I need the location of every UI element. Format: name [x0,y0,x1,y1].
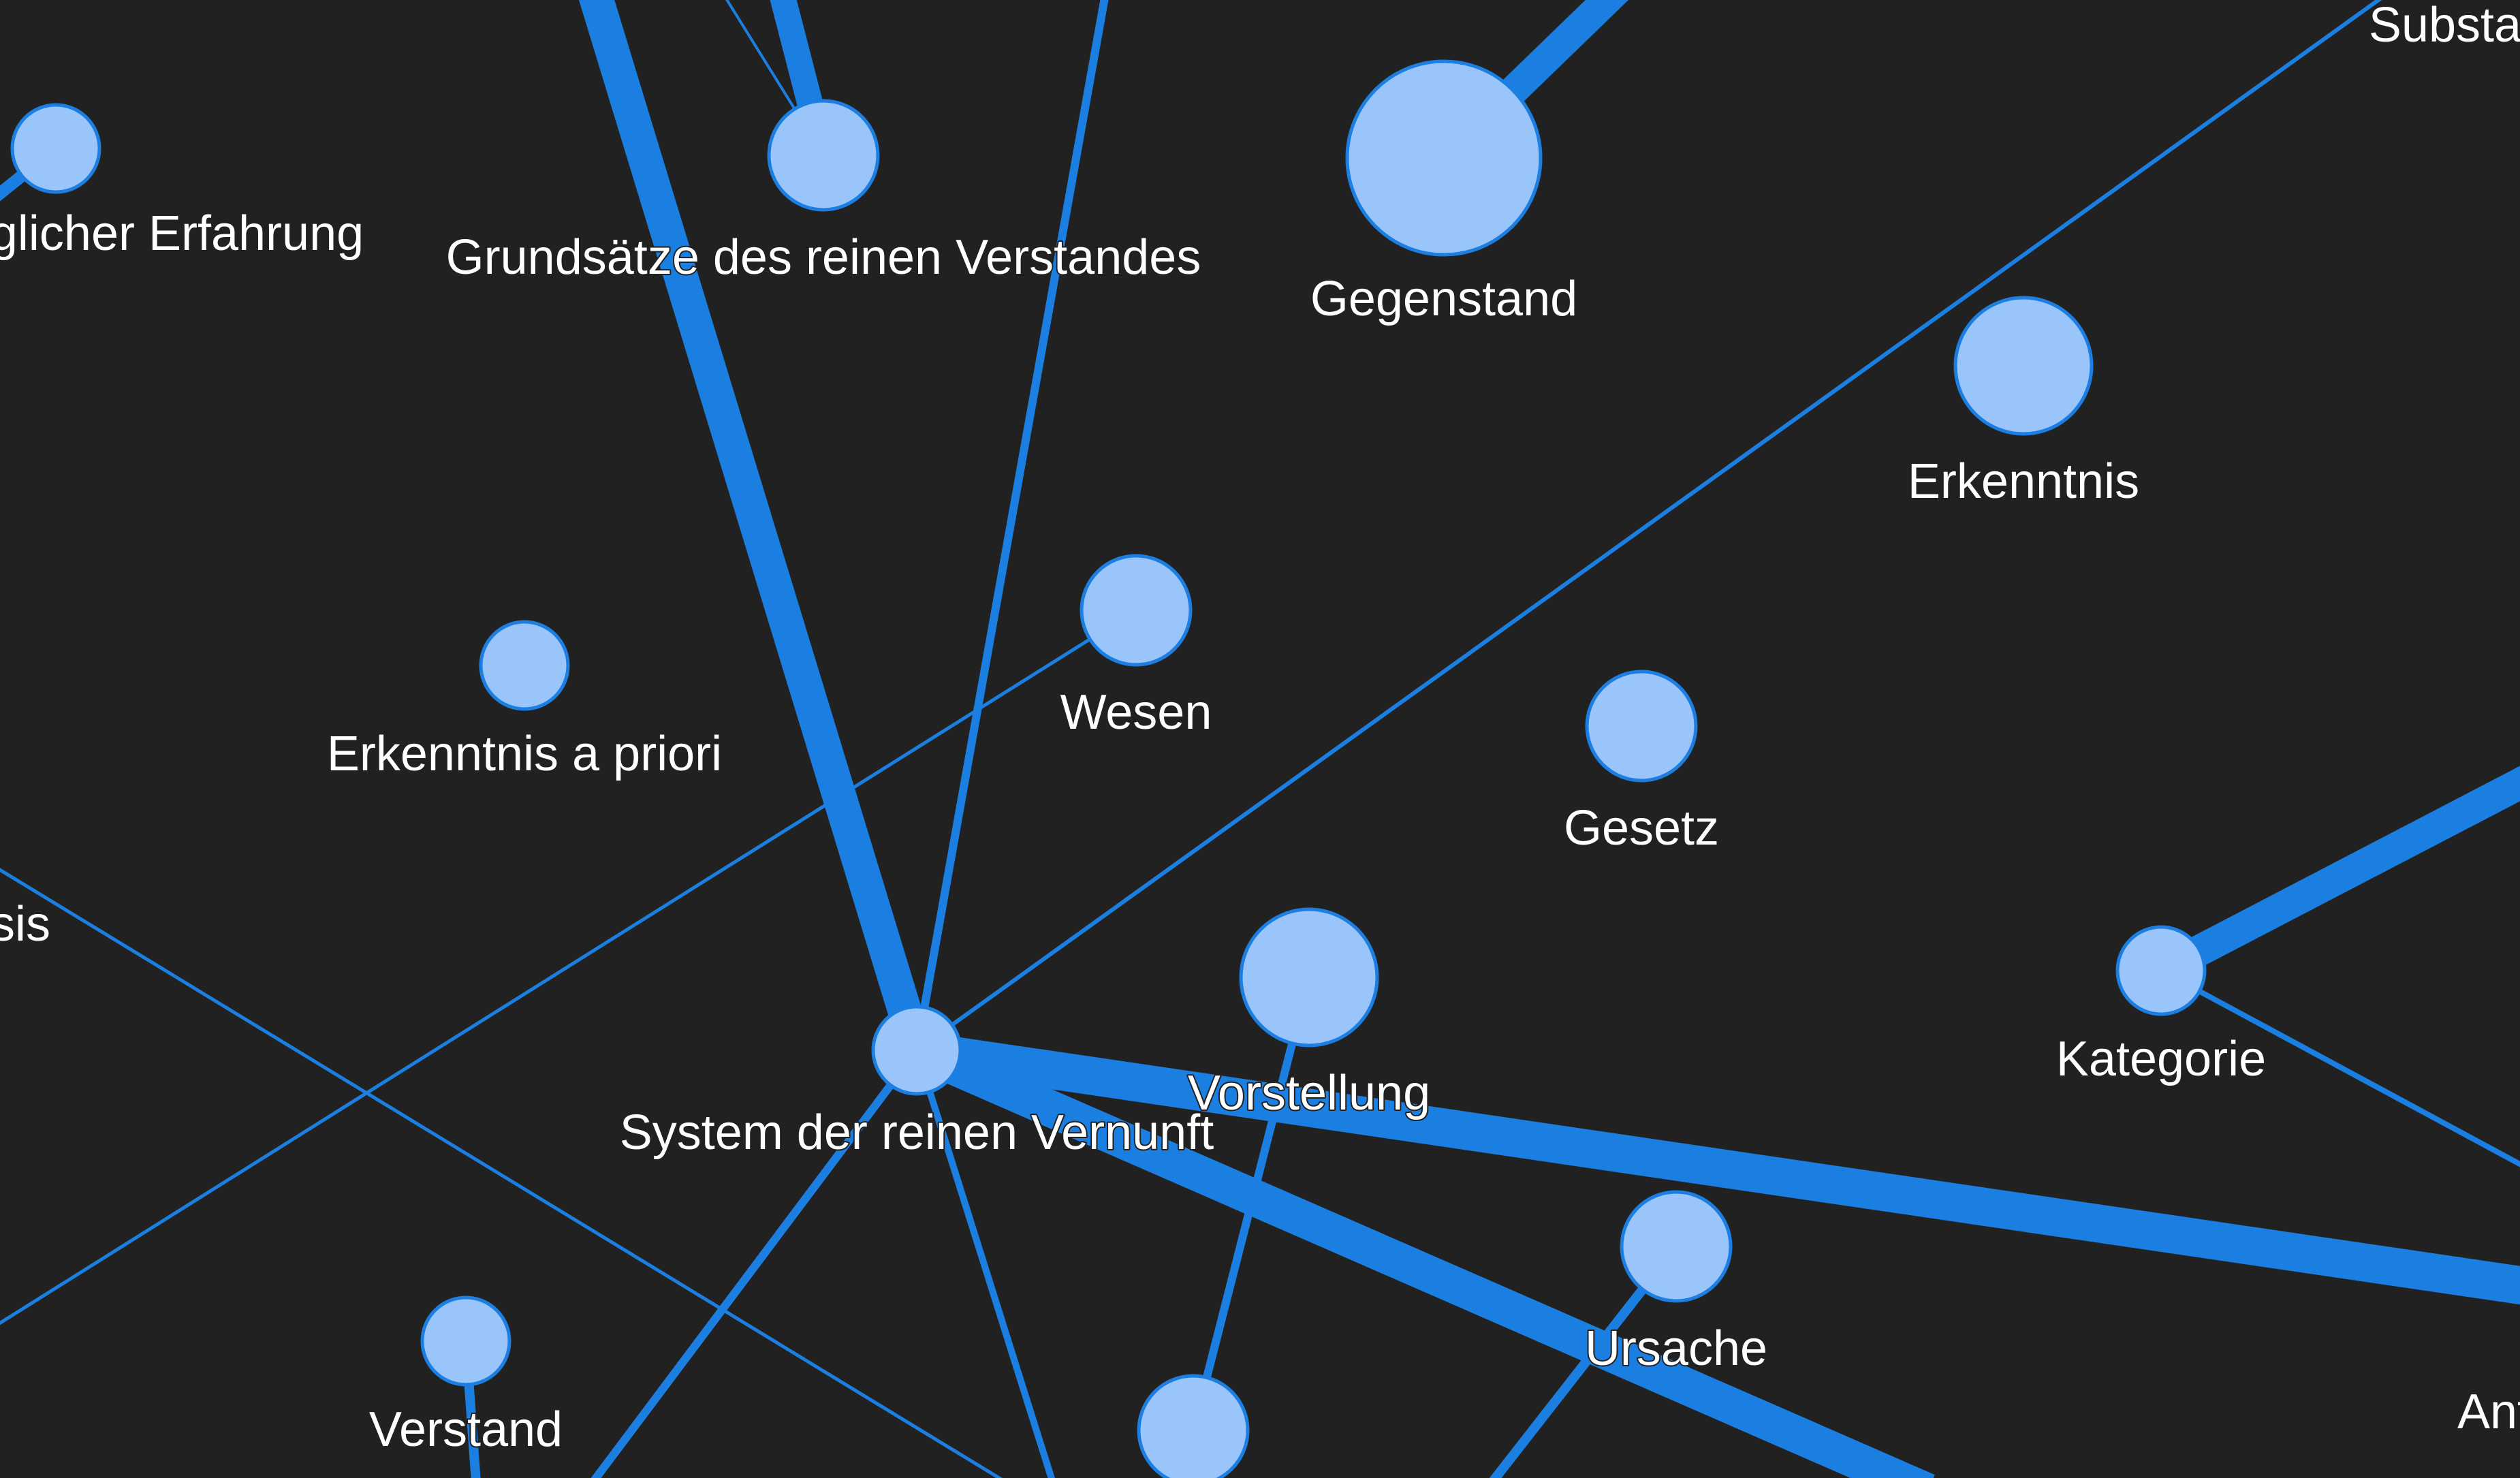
node-erkenntnis-a-priori[interactable] [479,620,570,711]
node-label-substanz: Substa [2369,0,2520,52]
graph-edge [913,0,1109,1052]
node-ursache[interactable] [1620,1190,1733,1303]
node-verstand[interactable] [420,1295,511,1387]
node-erkenntnis[interactable] [1953,296,2094,436]
node-label-gegenstand: Gegenstand [1310,272,1577,326]
node-label-grundsaetze: Grundsätze des reinen Verstandes [446,230,1201,285]
node-wesen[interactable] [1080,554,1193,667]
node-label-kategorie: Kategorie [2056,1032,2266,1086]
node-label-erkenntnis: Erkenntnis [1908,454,2139,509]
node-moeglicher-erfahrung[interactable] [10,103,101,194]
node-label-gesetz: Gesetz [1564,801,1719,855]
graph-edge [909,1033,1935,1478]
node-label-erkenntnis-a-priori: Erkenntnis a priori [327,727,722,781]
node-label-vorstellung: Vorstellung [1188,1066,1430,1120]
node-label-moeglicher-erfahrung: glicher Erfahrung [0,206,364,261]
graph-edge [915,0,2382,1052]
node-label-antinomie: Anti [2457,1385,2520,1439]
node-gegenstand[interactable] [1345,59,1543,257]
graph-edge [913,1031,2520,1305]
node-kategorie[interactable] [2115,925,2207,1016]
graph-edge [2160,968,2520,1167]
graph-edge [1189,976,1313,1432]
graph-edge [578,0,933,1056]
graph-edge [2154,766,2520,985]
node-label-sis: sis [0,897,50,952]
node-gesetz[interactable] [1585,670,1698,783]
node-system[interactable] [871,1005,962,1096]
node-bottom-node[interactable] [1137,1374,1250,1478]
graph-edge [590,1048,920,1478]
node-label-ursache: Ursache [1585,1321,1767,1376]
graph-edge [0,868,1003,1478]
node-vorstellung[interactable] [1239,907,1379,1048]
node-grundsaetze[interactable] [767,99,880,212]
node-label-system: System der reinen Vernunft [620,1105,1214,1160]
graph-edge [0,608,1137,1325]
graph-edge [913,1049,1055,1478]
node-label-verstand: Verstand [369,1402,563,1457]
node-label-wesen: Wesen [1060,685,1212,740]
